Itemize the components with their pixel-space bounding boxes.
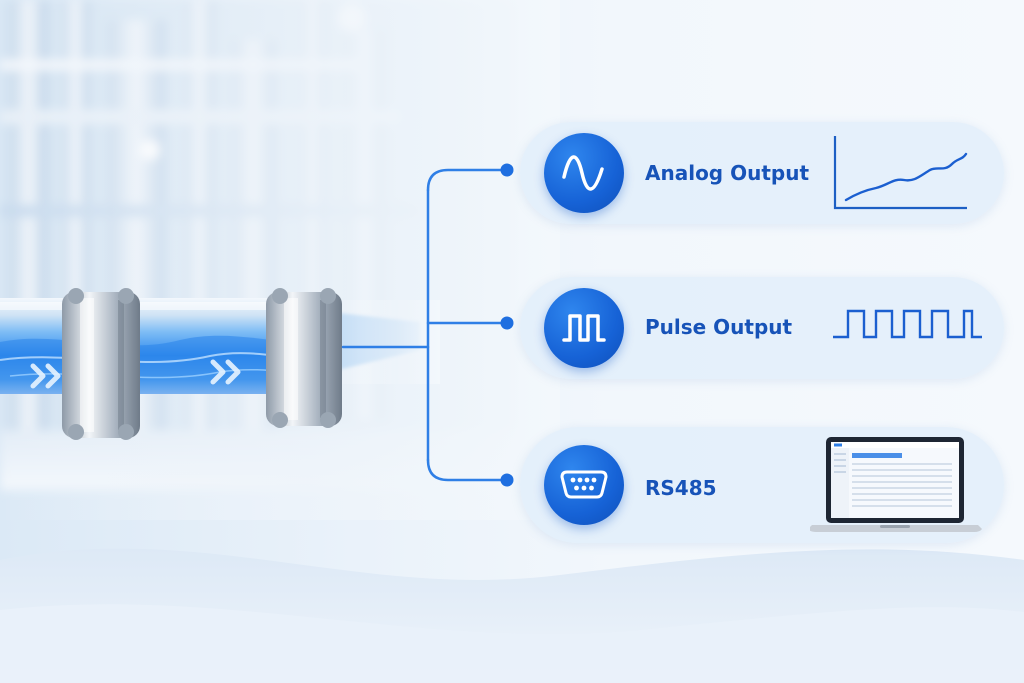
pulse-output-card: Pulse Output <box>520 277 1004 379</box>
connector-lines <box>341 168 508 482</box>
square-wave-graphic <box>830 305 990 349</box>
analog-output-card: Analog Output <box>520 122 1004 224</box>
pipe-flange-right <box>266 288 342 428</box>
rs485-card: RS485 <box>520 427 1004 543</box>
rs485-label: RS485 <box>645 476 717 500</box>
connector-dots <box>500 163 514 487</box>
laptop-screen-graphic <box>808 433 990 537</box>
sine-wave-icon <box>544 133 624 213</box>
pipe-flange-left <box>62 288 140 440</box>
serial-port-icon <box>544 445 624 525</box>
pulse-square-wave-icon <box>544 288 624 368</box>
flow-direction-chevrons <box>30 359 241 389</box>
pulse-output-label: Pulse Output <box>645 315 793 339</box>
bottom-waves <box>0 548 1024 683</box>
pipe <box>0 288 342 440</box>
rising-line-chart-graphic <box>832 132 992 216</box>
analog-output-label: Analog Output <box>645 161 810 185</box>
